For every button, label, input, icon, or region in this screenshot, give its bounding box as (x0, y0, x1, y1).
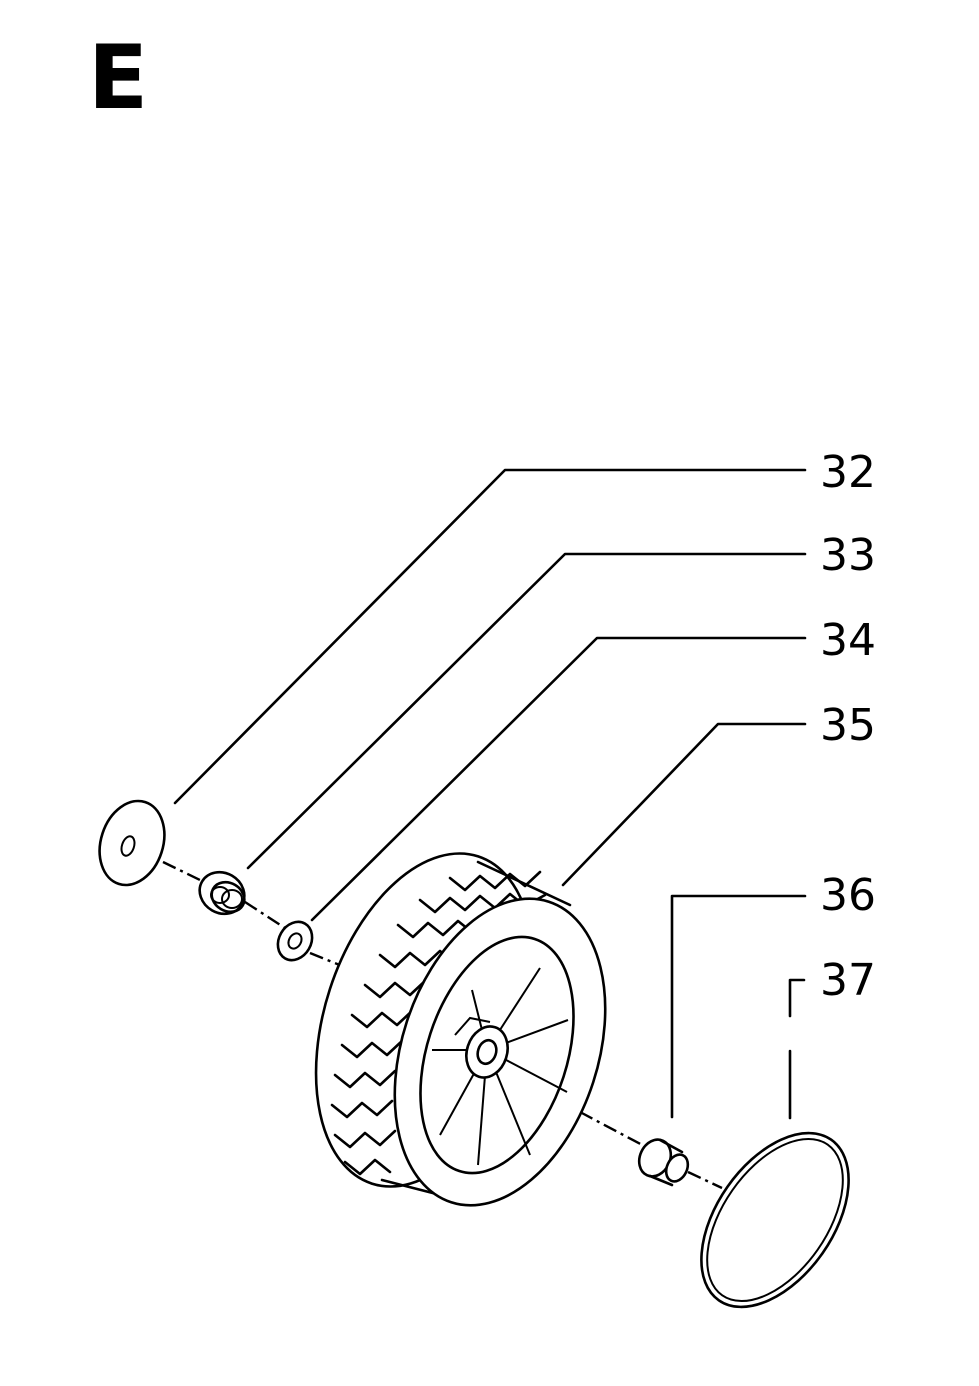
leader-line-36 (670, 894, 807, 1119)
part-35-wheel (314, 852, 607, 1207)
callout-number-35: 35 (820, 700, 876, 751)
part-32-hub-cap (98, 799, 166, 887)
leader-line-32 (173, 468, 807, 805)
callout-number-36: 36 (820, 870, 876, 921)
leader-line-37-bracket (788, 978, 806, 1018)
part-37-cover-disc (700, 1131, 850, 1309)
sheet-letter: E (88, 26, 148, 129)
part-34-washer (276, 920, 314, 962)
callout-number-37: 37 (820, 955, 876, 1006)
part-36-bushing (637, 1138, 690, 1187)
part-33-nut (198, 870, 246, 916)
leader-lines (173, 468, 807, 1120)
leader-line-34 (310, 636, 807, 922)
callout-number-32: 32 (820, 447, 876, 498)
callout-number-33: 33 (820, 530, 876, 581)
leader-line-35 (561, 722, 807, 887)
callout-number-34: 34 (820, 615, 876, 666)
leader-line-33 (246, 552, 807, 870)
